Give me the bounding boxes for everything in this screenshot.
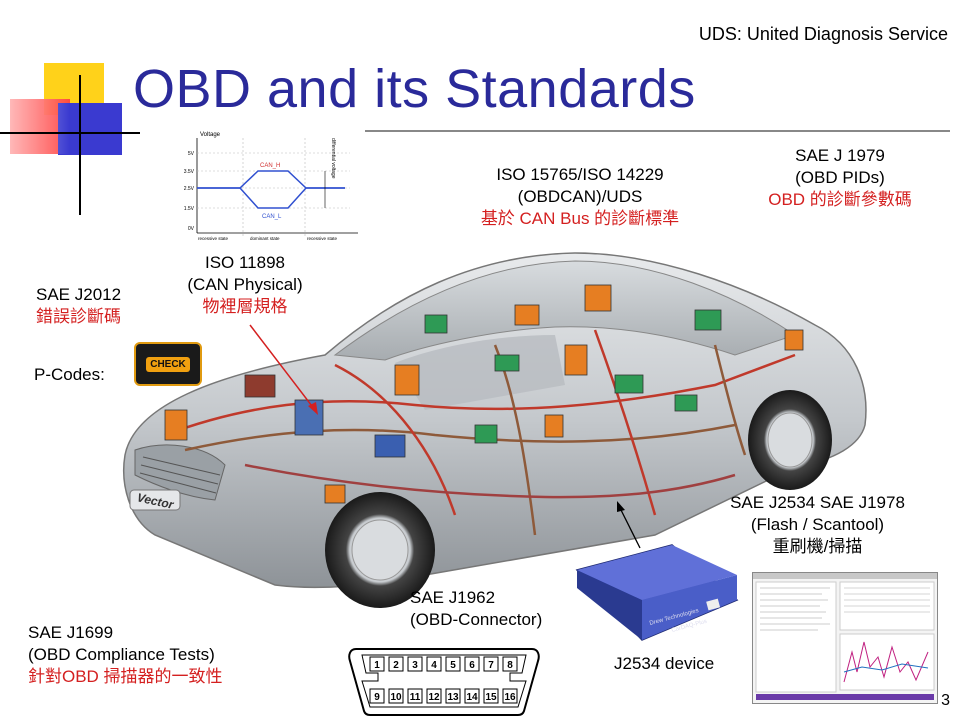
connector-pins-top: 1 2 3 4 5 6 7 8: [369, 656, 518, 672]
connector-pin-number: 14: [466, 692, 478, 703]
sae-j1979-subtitle: (OBD PIDs): [795, 168, 885, 187]
iso15765-title: ISO 15765/ISO 14229: [496, 165, 664, 184]
iso11898-arrow: [249, 324, 318, 415]
sae-j1699-subtitle: (OBD Compliance Tests): [28, 645, 215, 664]
j2534-device-image: Drew Technologies CarDAQ-Plus: [575, 544, 739, 641]
iso11898-subtitle: (CAN Physical): [187, 275, 303, 294]
pcodes-label: P-Codes:: [34, 365, 105, 384]
page-title: OBD and its Standards: [133, 59, 696, 119]
sae-j1979-title: SAE J 1979: [795, 146, 885, 165]
tick-1-5v: 1.5V: [184, 206, 195, 212]
connector-pin: [388, 656, 404, 672]
obd-port-arrow: [617, 501, 641, 549]
tick-5v: 5V: [188, 151, 195, 157]
connector-pin-number: 13: [447, 692, 459, 703]
sae-j2012-chinese: 錯誤診斷碼: [36, 307, 121, 326]
sae-j1962-label: SAE J1962 (OBD-Connector): [410, 587, 542, 631]
iso15765-chinese: 基於 CAN Bus 的診斷標準: [480, 209, 680, 228]
connector-pin-number: 10: [390, 692, 402, 703]
connector-pin-number: 3: [412, 660, 418, 671]
tick-2-5v: 2.5V: [184, 186, 195, 192]
sae-j2534-title: SAE J2534 SAE J1978: [730, 493, 905, 512]
connector-pin: [369, 656, 385, 672]
check-engine-text: CHECK: [146, 356, 190, 372]
waveform-y-title: Voltage: [200, 132, 221, 138]
connector-pin: [483, 688, 499, 704]
connector-pin-number: 1: [374, 660, 380, 671]
check-engine-icon: CHECK: [134, 342, 202, 386]
sae-j1699-label: SAE J1699 (OBD Compliance Tests) 針對OBD 掃…: [28, 622, 223, 688]
connector-pin: [445, 656, 461, 672]
page-number: 3: [941, 692, 950, 709]
connector-pin: [483, 656, 499, 672]
connector-pin-number: 16: [504, 692, 516, 703]
connector-pin: [464, 688, 480, 704]
can-l-label: CAN_L: [262, 214, 282, 220]
connector-pin: [369, 688, 385, 704]
iso15765-subtitle: (OBDCAN)/UDS: [517, 187, 643, 206]
connector-pin: [426, 688, 442, 704]
state-recessive-2: recessive state: [307, 236, 338, 241]
sae-j2012-title: SAE J2012: [36, 285, 122, 304]
connector-pin: [407, 656, 423, 672]
connector-pin-number: 8: [507, 660, 513, 671]
sae-j2534-subtitle: (Flash / Scantool): [750, 515, 885, 534]
connector-pin-number: 12: [428, 692, 440, 703]
sae-j2012-label: SAE J2012 錯誤診斷碼: [36, 284, 121, 328]
sae-j1699-chinese: 針對OBD 掃描器的一致性: [28, 667, 223, 686]
sae-j1699-title: SAE J1699: [28, 623, 114, 642]
connector-pin: [445, 688, 461, 704]
sae-j1979-chinese: OBD 的診斷參數碼: [768, 190, 912, 209]
title-decoration: [0, 63, 140, 215]
connector-pin-number: 9: [374, 692, 380, 703]
j2534-device-label: J2534 device: [614, 654, 715, 673]
tick-3-5v: 3.5V: [184, 169, 195, 175]
title-underline: [360, 130, 950, 132]
uds-note: UDS: United Diagnosis Service: [698, 24, 948, 44]
connector-pin: [388, 688, 404, 704]
connector-pin-number: 4: [431, 660, 437, 671]
connector-pin-number: 6: [469, 660, 475, 671]
connector-pin-number: 2: [393, 660, 399, 671]
iso11898-title: ISO 11898: [204, 253, 286, 272]
connector-pin: [464, 656, 480, 672]
tick-0v: 0V: [188, 226, 195, 232]
can-h-label: CAN_H: [260, 163, 280, 169]
state-recessive-1: recessive state: [198, 236, 229, 241]
sae-j1962-subtitle: (OBD-Connector): [410, 610, 543, 629]
sae-j1962-title: SAE J1962: [410, 588, 496, 607]
state-dominant: dominant state: [250, 236, 280, 241]
connector-pin-number: 11: [410, 692, 421, 703]
connector-pin: [426, 656, 442, 672]
scantool-screenshot: [752, 572, 938, 704]
iso11898-label: ISO 11898 (CAN Physical) 物裡層規格: [165, 252, 325, 318]
connector-pin: [502, 688, 518, 704]
iso15765-label: ISO 15765/ISO 14229 (OBDCAN)/UDS 基於 CAN …: [440, 164, 720, 230]
car-illustration: Vector: [123, 252, 867, 608]
connector-pin: [502, 656, 518, 672]
sae-j2534-chinese: 重刷機/掃描: [772, 537, 863, 556]
waveform-side-title: differential voltage: [330, 138, 336, 179]
connector-pin-number: 5: [450, 660, 456, 671]
connector-pin-number: 15: [485, 692, 497, 703]
sae-j1979-label: SAE J 1979 (OBD PIDs) OBD 的診斷參數碼: [740, 145, 940, 211]
sae-j2534-label: SAE J2534 SAE J1978 (Flash / Scantool) 重…: [700, 492, 935, 558]
connector-pins-bottom: 9 10 11 12 13 14 15 16: [369, 688, 518, 704]
iso11898-chinese: 物裡層規格: [202, 297, 288, 316]
connector-pin-number: 7: [488, 660, 494, 671]
can-waveform-diagram: Voltage 5V 3.5V 2.5V 1.5V 0V CAN_H CAN_L…: [180, 128, 365, 243]
connector-pin: [407, 688, 423, 704]
